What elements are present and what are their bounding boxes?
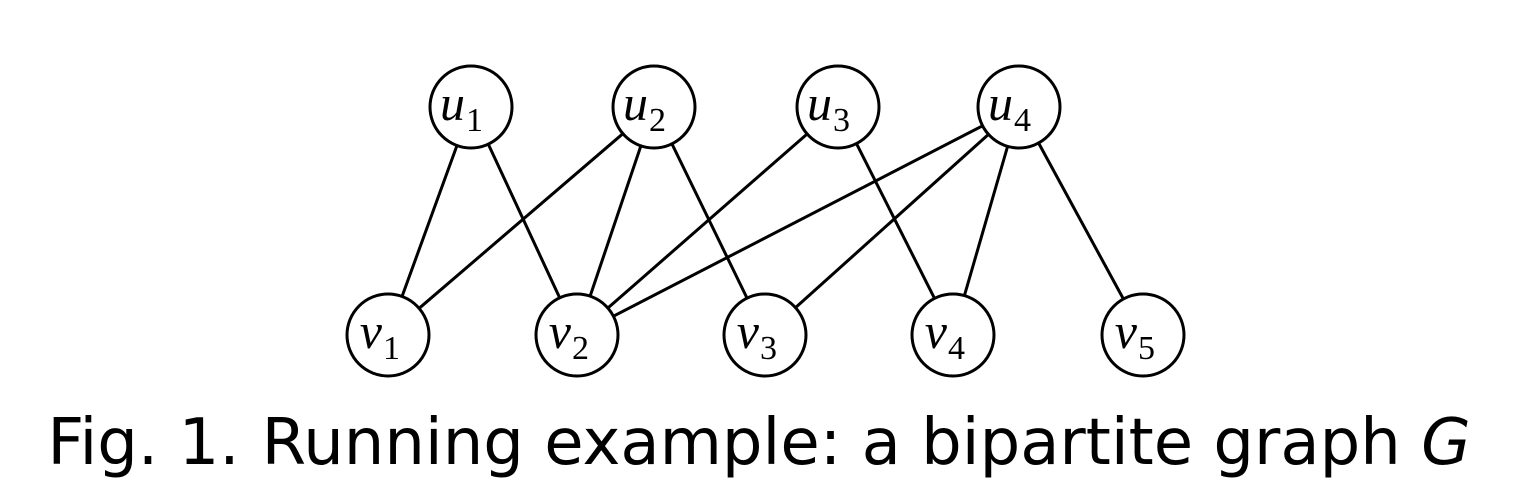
edges <box>400 124 1125 318</box>
caption-text: Running example: a bipartite graph <box>261 406 1422 480</box>
node-letter: u <box>807 75 832 131</box>
node-subscript: 5 <box>1138 330 1155 367</box>
node-subscript: 4 <box>948 330 965 367</box>
node-circle <box>534 292 620 378</box>
node-letter: u <box>988 75 1013 131</box>
edge-u3-v2 <box>606 132 809 310</box>
edge-u2-v2 <box>588 145 643 297</box>
edge-u4-v2 <box>612 124 984 318</box>
node-subscript: 4 <box>1014 102 1031 139</box>
node-circle <box>910 292 996 378</box>
node-subscript: 2 <box>649 102 666 139</box>
node-letter: v <box>925 303 948 359</box>
node-letter: v <box>549 303 572 359</box>
node-circle <box>795 64 881 150</box>
node-letter: v <box>1115 303 1138 359</box>
node-letter: u <box>440 75 465 131</box>
edge-u3-v4 <box>855 142 936 300</box>
node-circle <box>611 64 697 150</box>
edge-u1-v2 <box>486 143 562 299</box>
node-subscript: 1 <box>466 102 483 139</box>
edge-u2-v1 <box>418 132 624 310</box>
node-letter: v <box>360 303 383 359</box>
node-letter: u <box>623 75 648 131</box>
caption-label: Fig. 1. <box>47 406 240 480</box>
edge-u4-v5 <box>1037 142 1125 300</box>
figure-caption: Fig. 1. Running example: a bipartite grap… <box>0 398 1518 488</box>
edge-u1-v1 <box>400 145 459 297</box>
node-circle <box>1100 292 1186 378</box>
edge-u4-v4 <box>962 145 1010 297</box>
caption-variable: G <box>1421 406 1471 480</box>
node-circle <box>722 292 808 378</box>
node-circle <box>345 292 431 378</box>
node-subscript: 1 <box>383 330 400 367</box>
node-subscript: 3 <box>833 102 850 139</box>
node-circle <box>428 64 514 150</box>
edge-u4-v3 <box>794 133 990 309</box>
node-letter: v <box>737 303 760 359</box>
node-subscript: 2 <box>572 330 589 367</box>
node-circle <box>976 64 1062 150</box>
node-subscript: 3 <box>760 330 777 367</box>
